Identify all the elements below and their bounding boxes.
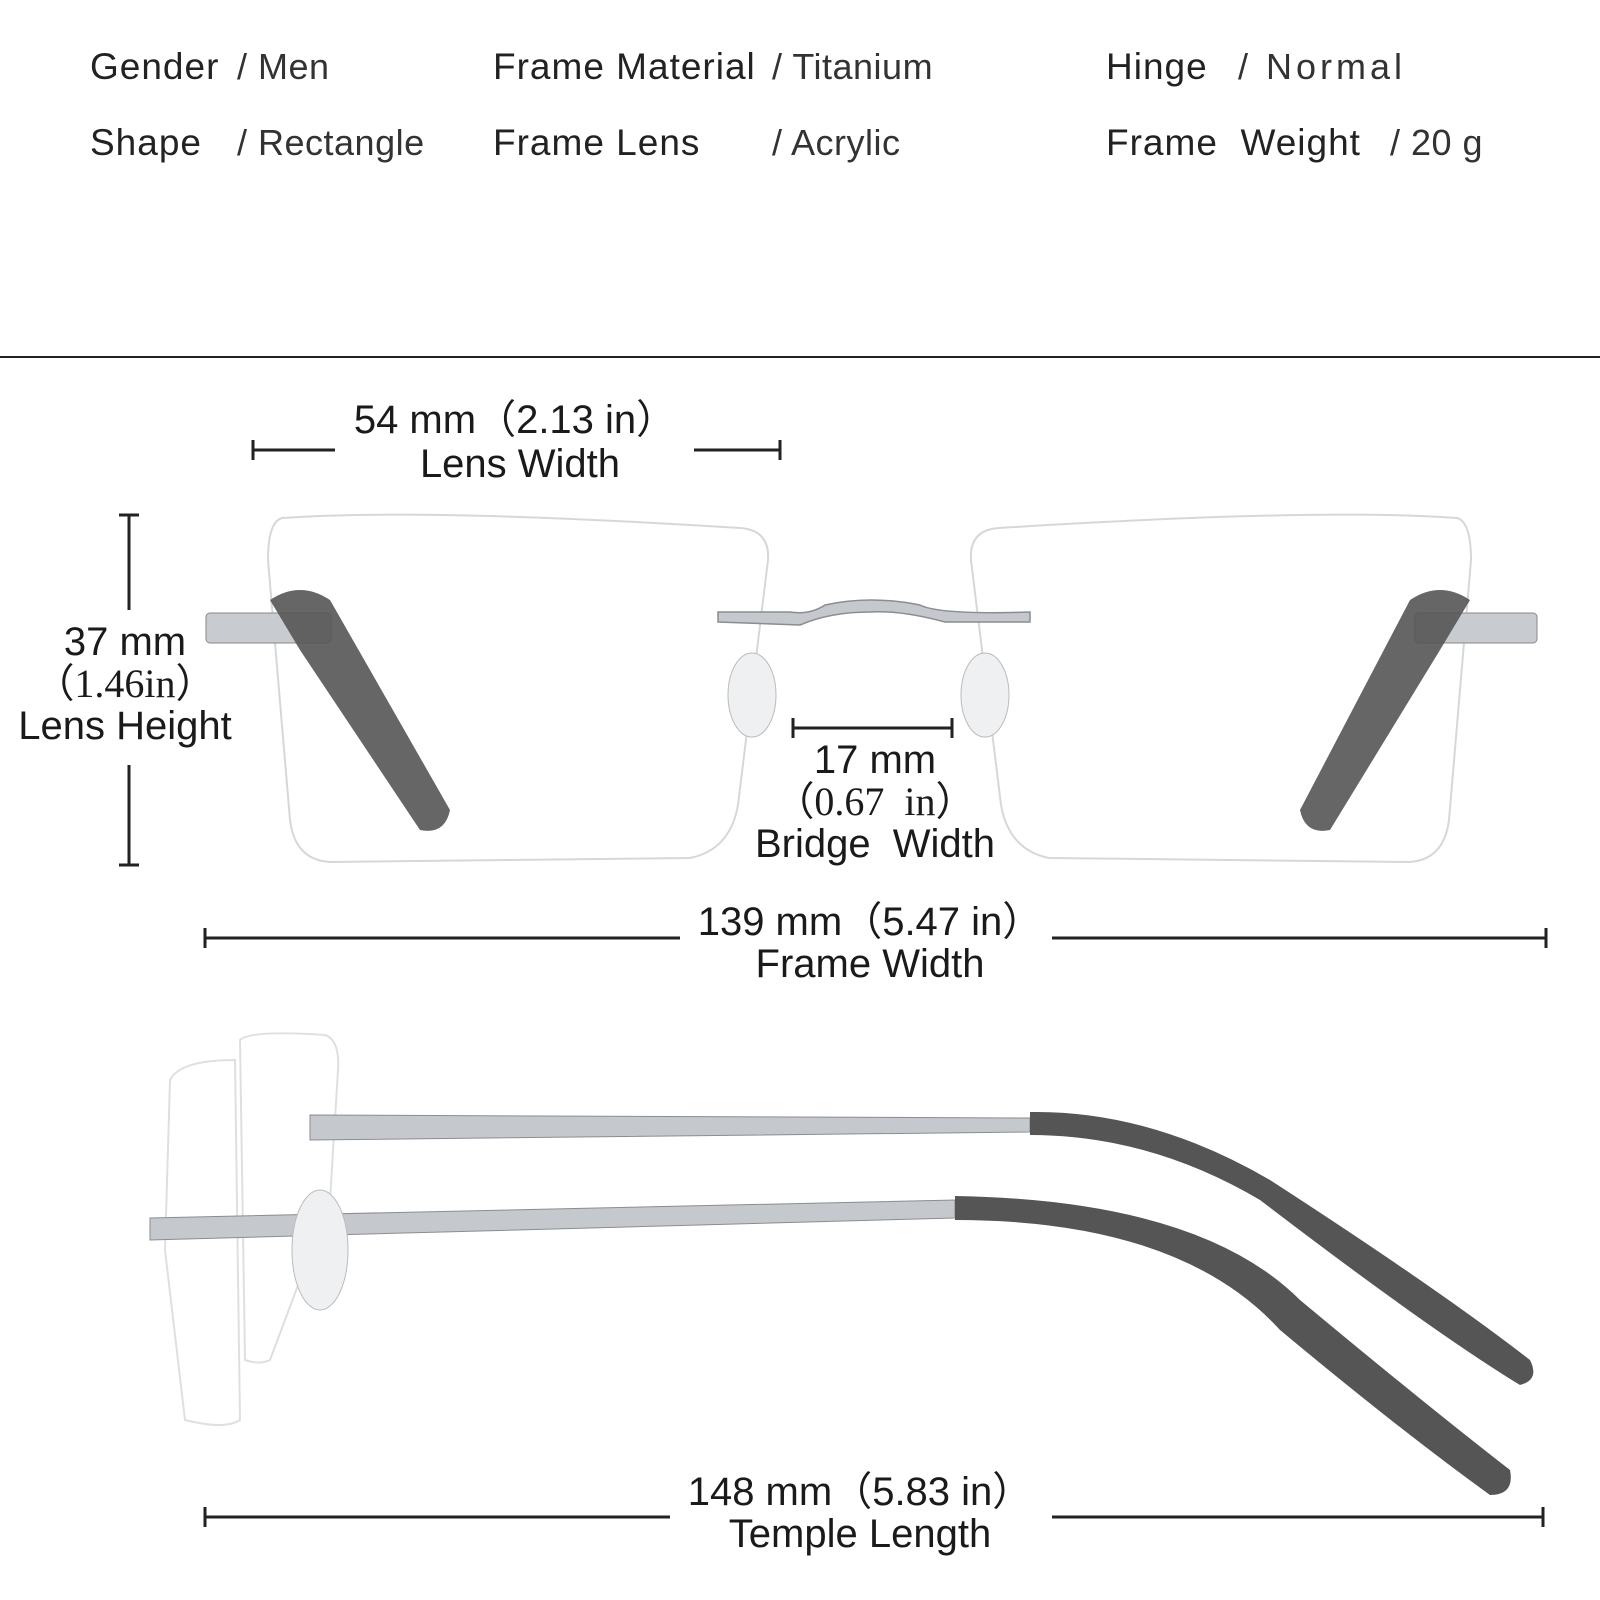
spec-value-gender: / Men [237, 46, 330, 87]
lens-height-value-in: （1.46in） [34, 661, 216, 706]
lens-width-value: 54 mm（2.13 in） [353, 398, 677, 442]
temple-length-label: Temple Length [728, 1512, 992, 1556]
section-divider [0, 356, 1600, 358]
spec-value-frame-material: / Titanium [772, 46, 934, 87]
lens-height-label: Lens Height [18, 704, 232, 748]
spec-label-frame-weight: Frame Weight [1106, 122, 1361, 163]
spec-label-shape: Shape [90, 122, 202, 163]
lens-width-label: Lens Width [419, 442, 621, 486]
bridge-width-value-in: （0.67 in） [774, 779, 976, 824]
front-view [205, 513, 1538, 864]
side-view [149, 1032, 1534, 1495]
frame-width-value: 139 mm（5.47 in） [697, 900, 1043, 944]
spec-value-frame-lens: / Acrylic [772, 122, 901, 163]
bridge-width-label: Bridge Width [754, 822, 996, 866]
spec-value-frame-weight: / 20 g [1390, 122, 1484, 163]
spec-label-frame-lens: Frame Lens [493, 122, 701, 163]
spec-value-shape: / Rectangle [237, 122, 425, 163]
bridge-width-value: 17 mm [813, 738, 937, 782]
frame-width-label: Frame Width [755, 942, 985, 986]
spec-label-frame-material: Frame Material [493, 46, 756, 87]
lens-height-value: 37 mm [63, 620, 187, 664]
spec-value-hinge: / Normal [1238, 46, 1407, 87]
spec-label-gender: Gender [90, 46, 220, 87]
spec-label-hinge: Hinge [1106, 46, 1208, 87]
temple-length-value: 148 mm（5.83 in） [687, 1470, 1033, 1514]
dimension-lines [119, 440, 1548, 1527]
